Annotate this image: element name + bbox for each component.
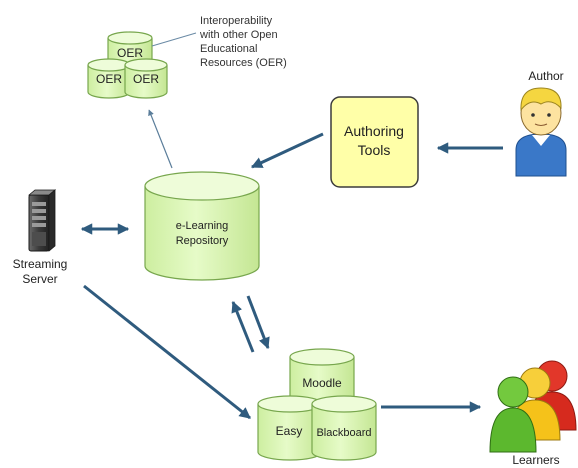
easy-label: Easy: [276, 424, 303, 438]
learners-label: Learners: [512, 453, 559, 467]
author-label: Author: [528, 69, 563, 83]
easy-cylinder: Easy: [257, 395, 323, 461]
oer-note-line-3: Educational: [200, 43, 258, 55]
oer-note-line-1: Interoperability: [200, 15, 273, 27]
oer-cluster: OER OER OER Interoperability with other …: [87, 15, 287, 99]
oer-note-leader: [151, 32, 197, 47]
authoring-tools-line-2: Tools: [358, 142, 391, 158]
arrow-streaming-to-lms: [83, 284, 251, 420]
oer-label-top: OER: [117, 46, 143, 60]
repository-line-1: e-Learning: [176, 220, 229, 232]
author: Author: [515, 69, 567, 177]
arrow-repo-to-lms: [246, 295, 270, 350]
blackboard-cylinder: Blackboard: [311, 395, 377, 461]
arrow-tools-to-repo: [250, 132, 324, 169]
moodle-label: Moodle: [302, 376, 342, 390]
oer-cylinder-left: OER: [87, 58, 131, 99]
author-icon: [515, 87, 567, 177]
arrow-repo-to-oer: [148, 109, 173, 169]
oer-note-line-4: Resources (OER): [200, 57, 287, 69]
blackboard-label: Blackboard: [316, 427, 371, 439]
lms-cluster: Moodle Easy Blackboard: [257, 348, 377, 461]
repository-line-2: Repository: [176, 235, 229, 247]
oer-note-line-2: with other Open: [199, 29, 278, 41]
elearning-repository: e-Learning Repository: [144, 171, 260, 281]
oer-note: Interoperability with other Open Educati…: [199, 15, 287, 69]
oer-label-right: OER: [133, 72, 159, 86]
server-icon: [27, 189, 57, 252]
arrow-lms-to-repo: [231, 300, 255, 353]
streaming-server: Streaming Server: [13, 189, 68, 286]
streaming-line-2: Server: [22, 272, 57, 286]
learners: Learners: [489, 360, 577, 467]
authoring-tools-line-1: Authoring: [344, 123, 404, 139]
authoring-tools: Authoring Tools: [330, 96, 419, 188]
learners-icon: [489, 360, 577, 453]
oer-cylinder-right: OER: [124, 58, 168, 99]
arrows: [80, 109, 503, 420]
streaming-line-1: Streaming: [13, 257, 68, 271]
oer-label-left: OER: [96, 72, 122, 86]
